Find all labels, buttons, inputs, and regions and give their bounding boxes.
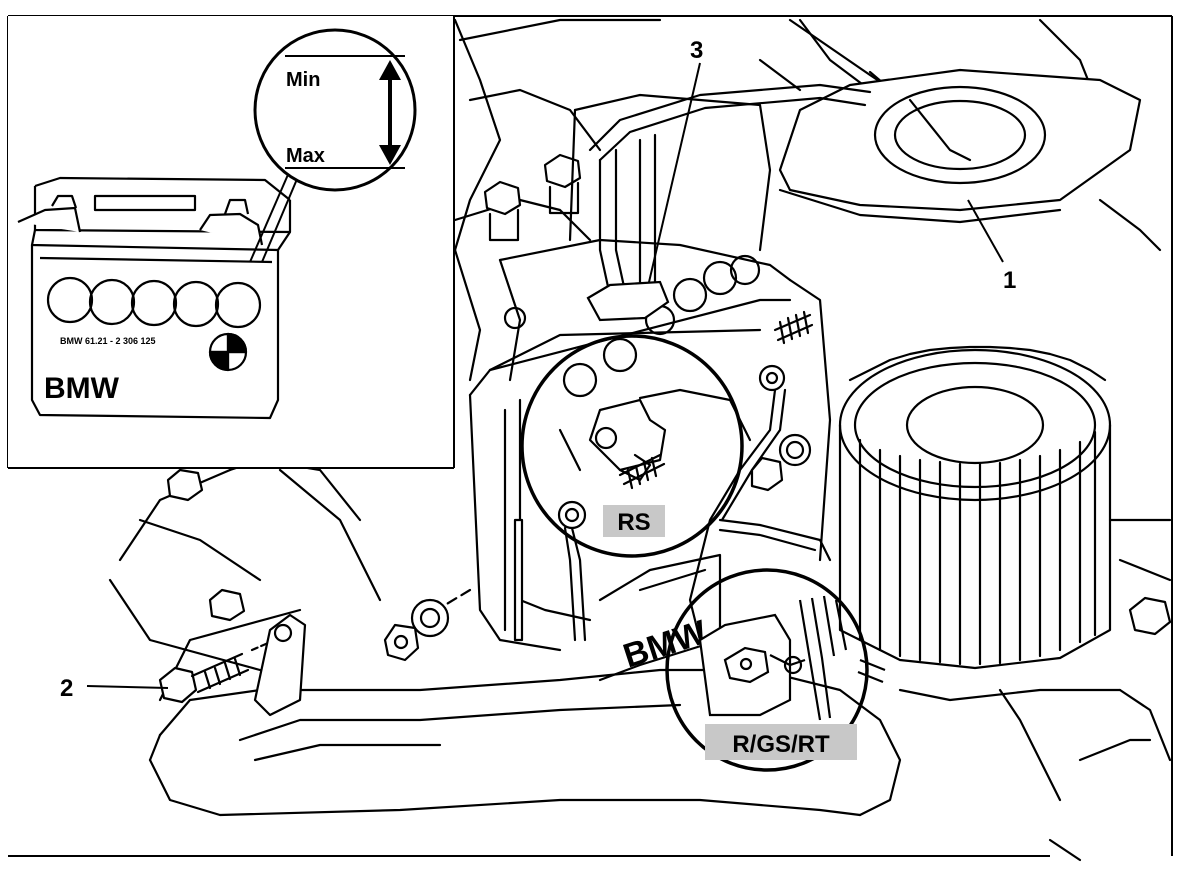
upper-nuts: [483, 153, 582, 330]
tag-rs-bg: [603, 505, 665, 537]
leader-3: [645, 62, 701, 296]
battery-part-number: BMW 61.21 - 2 306 125: [60, 336, 156, 346]
tag-rgsrt: R/GS/RT: [705, 724, 857, 760]
battery-inset: [8, 16, 455, 469]
leader-2: [86, 685, 169, 689]
callout-1: 1: [1003, 267, 1016, 294]
tag-rgsrt-bg: [705, 724, 857, 760]
tag-rs: RS: [603, 505, 665, 537]
rgsrt-detail-circle: [665, 568, 869, 772]
finned-cylinder: [838, 345, 1112, 670]
gauge-max-label: Max: [286, 145, 325, 167]
callout-3: 3: [690, 37, 703, 64]
gauge-min-label: Min: [286, 69, 320, 91]
bolt-item-2: [158, 641, 270, 704]
detail-circles: [520, 334, 869, 772]
callout-leaders: [86, 62, 1004, 689]
battery-brand-label: BMW: [44, 372, 120, 405]
rs-detail-circle: [520, 334, 744, 558]
callout-2: 2: [60, 675, 73, 702]
engine-bay-line-art: [108, 18, 1172, 862]
tag-rgsrt-label: R/GS/RT: [732, 731, 830, 758]
rgsrt-detail-art: [698, 595, 886, 721]
leader-1: [967, 199, 1004, 263]
tag-rs-label: RS: [617, 509, 650, 536]
